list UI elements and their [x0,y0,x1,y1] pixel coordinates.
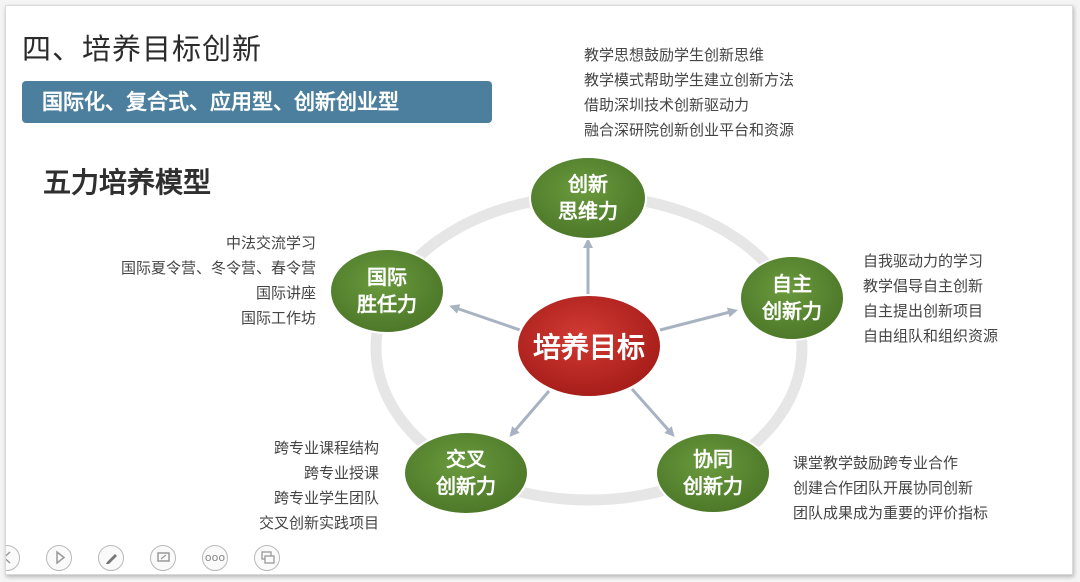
desc-line: 国际夏令营、冬令营、春令营 [120,259,316,277]
desc-line: 借助深圳技术创新驱动力 [584,96,750,114]
node-zizhu: 自主 创新力 [739,255,845,341]
slides-icon[interactable] [254,545,280,571]
desc-line: 国际讲座 [255,284,316,302]
node-chuangxin: 创新 思维力 [529,156,647,240]
arrow-to-zizhu [659,307,738,332]
subtitle-banner: 国际化、复合式、应用型、创新创业型 [22,81,492,123]
screen-icon[interactable] [150,545,176,571]
node-xietong: 协同 创新力 [655,432,771,514]
desc-line: 课堂教学鼓励跨专业合作 [793,454,959,472]
desc-line: 教学思想鼓励学生创新思维 [584,46,765,64]
desc-line: 国际工作坊 [240,309,316,327]
node-zizhu-line2: 创新力 [761,299,822,323]
center-node: 培养目标 [516,294,662,398]
node-guoji-line1: 国际 [367,265,407,289]
pen-icon[interactable] [98,545,124,571]
node-jiaocha: 交叉 创新力 [403,431,529,515]
xietong-description: 课堂教学鼓励跨专业合作 创建合作团队开展协同创新 团队成果成为重要的评价指标 [793,451,988,526]
jiaocha-description: 跨专业课程结构 跨专业授课 跨专业学生团队 交叉创新实践项目 [259,436,379,536]
slide-title: 四、培养目标创新 [22,32,263,66]
node-guoji-line2: 胜任力 [357,292,417,316]
arrow-to-xietong [630,388,675,437]
node-jiaocha-line1: 交叉 [446,447,487,471]
desc-line: 跨专业学生团队 [273,489,379,507]
slide: 四、培养目标创新 国际化、复合式、应用型、创新创业型 五力培养模型 培养目标 [5,5,1073,575]
node-chuangxin-line2: 思维力 [558,199,618,223]
zizhu-description: 自我驱动力的学习 教学倡导自主创新 自主提出创新项目 自由组队和组织资源 [863,249,998,349]
play-icon[interactable] [46,545,72,571]
desc-line: 教学倡导自主创新 [863,277,984,295]
previous-icon[interactable] [6,545,20,571]
desc-line: 创建合作团队开展协同创新 [793,479,974,497]
node-guoji: 国际 胜任力 [329,248,445,334]
desc-line: 中法交流学习 [225,234,316,252]
arrow-to-jiaocha [509,390,551,438]
arrow-to-guoji [449,304,524,333]
node-xietong-line2: 创新力 [682,474,743,498]
node-chuangxin-line1: 创新 [567,172,608,196]
five-force-diagram: 培养目标 创新 思维力 自主 创新力 协同 创新力 交叉 创新力 国际 胜任力 [329,156,845,515]
desc-line: 自主提出创新项目 [863,302,984,320]
guoji-description: 中法交流学习 国际夏令营、冬令营、春令营 国际讲座 国际工作坊 [121,231,316,331]
desc-line: 团队成果成为重要的评价指标 [793,504,989,522]
more-icon[interactable]: ooo [202,545,228,571]
chuangxin-description: 教学思想鼓励学生创新思维 教学模式帮助学生建立创新方法 借助深圳技术创新驱动力 … [584,43,794,143]
center-label: 培养目标 [533,331,645,364]
model-title: 五力培养模型 [43,166,212,199]
node-xietong-line1: 协同 [693,447,733,471]
desc-line: 融合深研院创新创业平台和资源 [584,121,795,139]
desc-line: 教学模式帮助学生建立创新方法 [584,71,795,89]
desc-line: 交叉创新实践项目 [258,514,379,532]
desc-line: 跨专业课程结构 [273,439,379,457]
desc-line: 跨专业授课 [303,464,379,482]
presentation-toolbar: ooo [6,543,306,574]
desc-line: 自由组队和组织资源 [863,327,999,345]
node-zizhu-line1: 自主 [772,272,812,296]
desc-line: 自我驱动力的学习 [863,252,984,270]
node-jiaocha-line2: 创新力 [435,474,496,498]
